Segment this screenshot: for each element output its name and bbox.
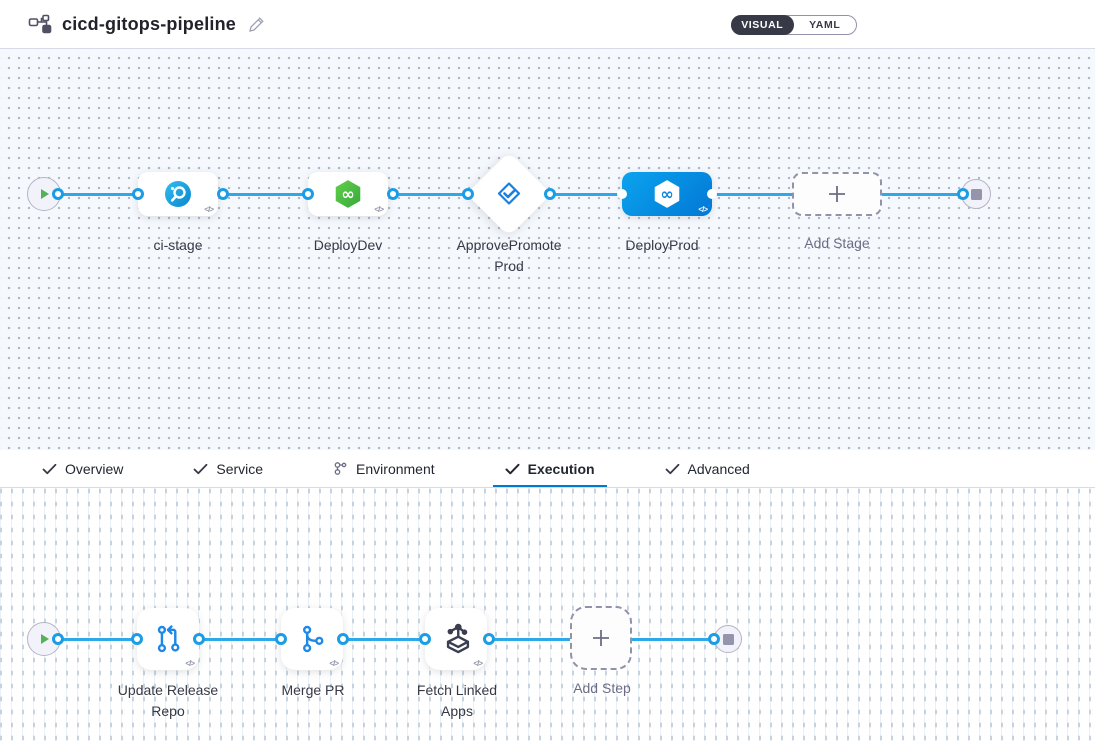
- edge: [222, 192, 310, 196]
- code-icon: </>: [185, 659, 195, 668]
- connector-port: [302, 188, 314, 200]
- connector-port-selected: [617, 189, 627, 199]
- connector-port: [544, 188, 556, 200]
- svg-text:∞: ∞: [341, 185, 354, 204]
- edit-pencil-icon[interactable]: [248, 15, 266, 33]
- tab-label: Advanced: [687, 460, 750, 477]
- play-icon: [41, 189, 49, 199]
- stage-node-approvepromoteprod[interactable]: [466, 151, 552, 237]
- connector-port: [387, 188, 399, 200]
- connector-port: [337, 633, 349, 645]
- code-icon: </>: [329, 659, 339, 668]
- stage-label: DeployDev: [313, 237, 383, 253]
- connector-port: [957, 188, 969, 200]
- pipeline-icon: [28, 14, 52, 34]
- fetch-linked-apps-icon: [446, 623, 470, 654]
- cd-icon-white: ∞: [654, 180, 680, 208]
- edge: [343, 637, 427, 641]
- tab-overview[interactable]: Overview: [30, 450, 135, 487]
- stage-node-deployprod[interactable]: ∞ </>: [622, 172, 712, 216]
- code-icon: </>: [698, 205, 708, 214]
- step-label: Fetch Linked Apps: [416, 682, 498, 719]
- stage-config-tabs: Overview Service Environment Execution A…: [0, 450, 1095, 488]
- connector-port: [462, 188, 474, 200]
- code-icon: </>: [473, 659, 483, 668]
- connector-port-selected: [707, 189, 717, 199]
- check-icon: [193, 463, 208, 474]
- code-icon: </>: [204, 205, 214, 214]
- tab-execution[interactable]: Execution: [492, 450, 607, 487]
- edge: [199, 637, 283, 641]
- toggle-yaml[interactable]: YAML: [809, 19, 841, 31]
- step-label: Update Release Repo: [117, 682, 219, 719]
- pipeline-title: cicd-gitops-pipeline: [62, 13, 237, 34]
- update-release-repo-icon: [157, 625, 180, 653]
- step-node-fetch-linked-apps[interactable]: </>: [425, 608, 487, 670]
- add-stage-label: Add Stage: [804, 235, 870, 251]
- edge: [548, 192, 624, 196]
- connector-port: [708, 633, 720, 645]
- tab-label: Environment: [356, 460, 435, 477]
- stage-label: ci-stage: [153, 237, 203, 253]
- add-step-button[interactable]: [570, 606, 632, 670]
- stop-icon: [722, 633, 734, 645]
- approval-icon: [497, 182, 521, 205]
- tab-environment[interactable]: Environment: [321, 450, 447, 487]
- stage-node-deploydev[interactable]: ∞ </>: [308, 172, 388, 216]
- visual-yaml-toggle: VISUAL YAML: [731, 15, 857, 35]
- tab-service[interactable]: Service: [181, 450, 275, 487]
- connector-port: [52, 188, 64, 200]
- svg-text:∞: ∞: [660, 185, 673, 204]
- step-node-merge-pr[interactable]: </>: [281, 608, 343, 670]
- pipeline-header: cicd-gitops-pipeline VISUAL YAML: [0, 0, 1095, 49]
- plus-icon: [829, 186, 845, 202]
- tab-label: Execution: [527, 460, 595, 477]
- tab-label: Service: [216, 460, 264, 477]
- connector-port: [217, 188, 229, 200]
- edge: [392, 192, 470, 196]
- stage-node-ci-stage[interactable]: </>: [138, 172, 218, 216]
- add-step-label: Add Step: [573, 680, 631, 696]
- connector-port: [275, 633, 287, 645]
- plus-icon: [593, 630, 609, 646]
- connector-port: [483, 633, 495, 645]
- tab-advanced[interactable]: Advanced: [653, 450, 762, 487]
- code-icon: </>: [374, 205, 384, 214]
- check-icon: [665, 463, 679, 474]
- cd-icon-green: ∞: [335, 180, 361, 208]
- connector-port: [131, 633, 143, 645]
- add-stage-button[interactable]: [792, 172, 882, 216]
- connector-port: [419, 633, 431, 645]
- stage-graph-canvas[interactable]: </> ∞ </> ∞ </>: [0, 49, 1095, 450]
- connector-port: [52, 633, 64, 645]
- edge: [57, 637, 139, 641]
- tab-label: Overview: [65, 460, 124, 477]
- stage-label: ApprovePromoteProd: [456, 237, 562, 274]
- stop-icon: [970, 188, 982, 200]
- check-icon: [505, 463, 520, 474]
- merge-pr-icon: [303, 625, 324, 653]
- connector-port: [193, 633, 205, 645]
- pipeline-start-node: [27, 177, 61, 211]
- ci-stage-icon: [165, 181, 191, 207]
- check-icon: [42, 463, 57, 474]
- step-node-update-release-repo[interactable]: </>: [137, 608, 199, 670]
- connector-port: [132, 188, 144, 200]
- step-label: Merge PR: [281, 682, 345, 698]
- play-icon: [41, 634, 49, 644]
- cluster-icon: [334, 462, 347, 475]
- execution-graph-canvas[interactable]: </> </> </>: [0, 488, 1095, 741]
- toggle-visual[interactable]: VISUAL: [731, 15, 794, 35]
- stage-label: DeployProd: [625, 237, 699, 253]
- edge: [57, 192, 140, 196]
